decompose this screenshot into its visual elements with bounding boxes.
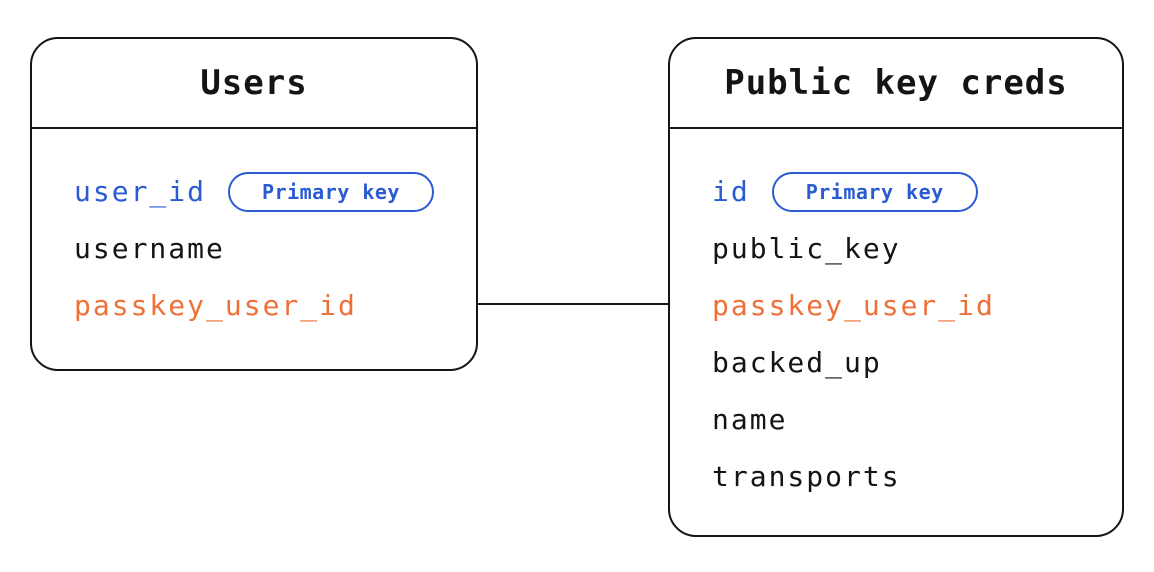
field-passkey-user-id: passkey_user_id	[32, 277, 476, 334]
field-username: username	[32, 220, 476, 277]
field-transports: transports	[670, 448, 1122, 505]
field-name: backed_up	[712, 346, 882, 379]
field-public-key: public_key	[670, 220, 1122, 277]
table-users-fields: user_id Primary key username passkey_use…	[32, 129, 476, 334]
field-name: passkey_user_id	[712, 289, 995, 322]
field-id: id Primary key	[670, 163, 1122, 220]
field-name: user_id	[74, 175, 207, 208]
field-passkey-user-id: passkey_user_id	[670, 277, 1122, 334]
field-user-id: user_id Primary key	[32, 163, 476, 220]
field-name-row: name	[670, 391, 1122, 448]
field-name: passkey_user_id	[74, 289, 357, 322]
table-public-key-creds-fields: id Primary key public_key passkey_user_i…	[670, 129, 1122, 505]
primary-key-badge: Primary key	[228, 171, 434, 212]
table-users: Users user_id Primary key username passk…	[30, 37, 478, 371]
field-backed-up: backed_up	[670, 334, 1122, 391]
table-users-title: Users	[32, 39, 476, 129]
relation-line	[478, 303, 668, 305]
field-name: id	[712, 175, 750, 208]
field-name: public_key	[712, 232, 901, 265]
field-name: username	[74, 232, 225, 265]
table-public-key-creds-title: Public key creds	[670, 39, 1122, 129]
field-name: transports	[712, 460, 901, 493]
field-name: name	[712, 403, 788, 436]
primary-key-badge: Primary key	[771, 171, 978, 212]
table-public-key-creds: Public key creds id Primary key public_k…	[668, 37, 1124, 537]
